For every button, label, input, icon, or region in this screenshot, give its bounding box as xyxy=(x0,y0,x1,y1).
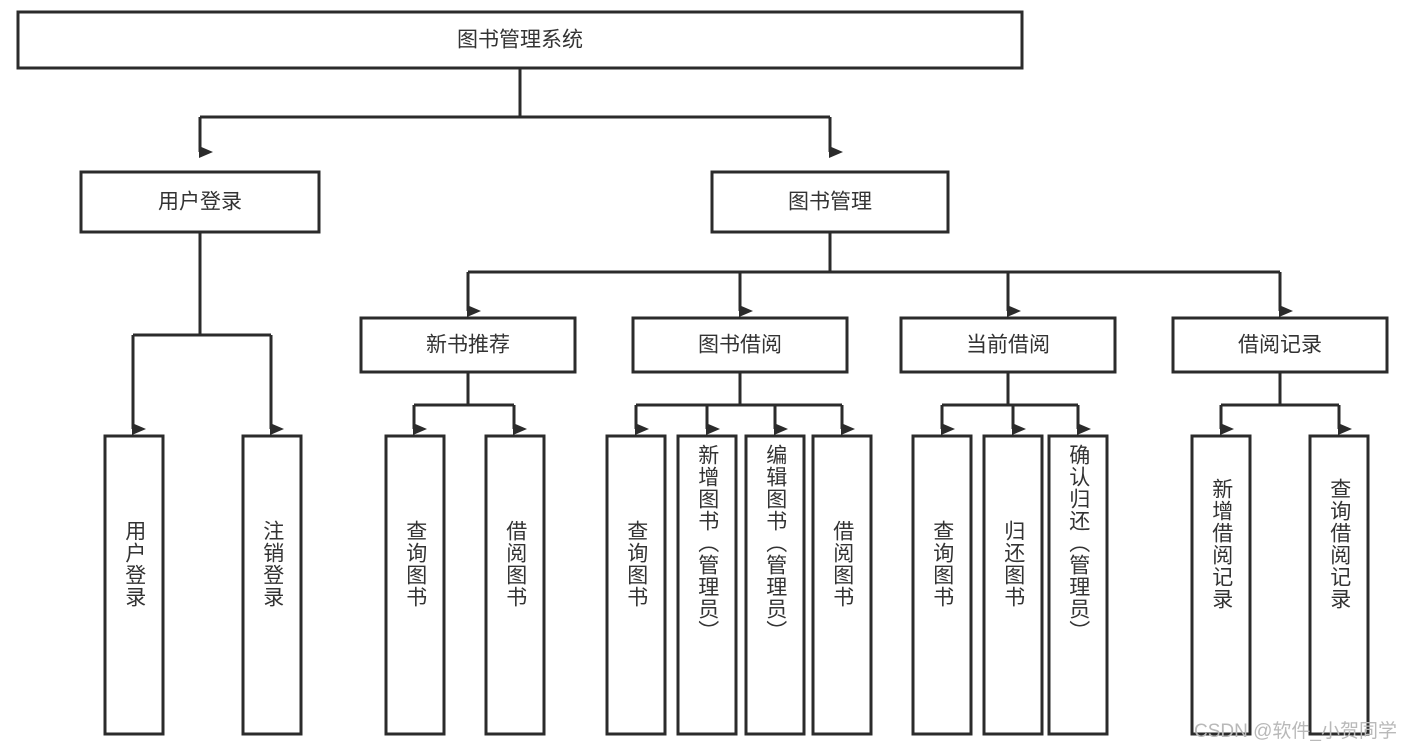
leaf-current-borrow-3[interactable] xyxy=(1047,434,1109,736)
node-root[interactable] xyxy=(16,10,1024,70)
node-current-borrow-label: 当前借阅 xyxy=(966,334,1050,357)
node-book-borrow[interactable] xyxy=(631,316,849,374)
leaf-current-borrow-2[interactable] xyxy=(982,434,1044,736)
leaf-new-book-2-wrap: 借阅图书 xyxy=(486,436,544,734)
leaf-book-borrow-3-wrap: 编辑图书（管理员） xyxy=(746,436,804,734)
node-book-management[interactable] xyxy=(710,170,950,234)
leaf-book-borrow-4[interactable] xyxy=(811,434,873,736)
node-root-label: 图书管理系统 xyxy=(457,29,583,52)
leaf-book-borrow-2-label: 新增图书（管理员） xyxy=(695,444,719,642)
csdn-watermark: CSDN @软件_小贺同学 xyxy=(1194,721,1397,742)
leaf-user-login-1-wrap: 用户登录 xyxy=(105,436,163,734)
leaf-book-borrow-3-label: 编辑图书（管理员） xyxy=(763,444,787,642)
leaf-current-borrow-1-label: 查询图书 xyxy=(930,520,954,608)
leaf-new-book-1-wrap: 查询图书 xyxy=(386,436,444,734)
leaf-new-book-1[interactable] xyxy=(384,434,446,736)
node-new-book-recommend-label: 新书推荐 xyxy=(426,334,510,357)
leaf-borrow-record-2[interactable] xyxy=(1308,434,1370,736)
node-book-management-label: 图书管理 xyxy=(788,191,872,214)
leaf-borrow-record-1-label: 新增借阅记录 xyxy=(1209,478,1233,610)
node-current-borrow[interactable] xyxy=(899,316,1117,374)
leaf-user-login-2-label: 注销登录 xyxy=(260,520,284,608)
node-new-book-recommend[interactable] xyxy=(359,316,577,374)
leaf-book-borrow-3[interactable] xyxy=(744,434,806,736)
leaf-user-login-1[interactable] xyxy=(103,434,165,736)
leaf-new-book-2-label: 借阅图书 xyxy=(503,520,527,608)
node-borrow-record[interactable] xyxy=(1171,316,1389,374)
leaf-book-borrow-2-wrap: 新增图书（管理员） xyxy=(678,436,736,734)
leaf-current-borrow-2-wrap: 归还图书 xyxy=(984,436,1042,734)
leaf-book-borrow-4-wrap: 借阅图书 xyxy=(813,436,871,734)
leaf-current-borrow-1-wrap: 查询图书 xyxy=(913,436,971,734)
leaf-book-borrow-1[interactable] xyxy=(605,434,667,736)
leaf-current-borrow-1[interactable] xyxy=(911,434,973,736)
leaf-user-login-1-label: 用户登录 xyxy=(122,520,146,608)
leaf-book-borrow-1-wrap: 查询图书 xyxy=(607,436,665,734)
leaf-current-borrow-2-label: 归还图书 xyxy=(1001,520,1025,608)
node-borrow-record-label: 借阅记录 xyxy=(1238,334,1322,357)
leaf-user-login-2-wrap: 注销登录 xyxy=(243,436,301,734)
leaf-borrow-record-1[interactable] xyxy=(1190,434,1252,736)
node-user-login-label: 用户登录 xyxy=(158,191,242,214)
leaf-borrow-record-1-wrap: 新增借阅记录 xyxy=(1192,436,1250,734)
leaf-new-book-1-label: 查询图书 xyxy=(403,520,427,608)
leaf-new-book-2[interactable] xyxy=(484,434,546,736)
node-user-login[interactable] xyxy=(79,170,321,234)
leaf-book-borrow-4-label: 借阅图书 xyxy=(830,520,854,608)
leaf-user-login-2[interactable] xyxy=(241,434,303,736)
leaf-current-borrow-3-wrap: 确认归还（管理员） xyxy=(1049,436,1107,734)
node-book-borrow-label: 图书借阅 xyxy=(698,334,782,357)
leaf-book-borrow-1-label: 查询图书 xyxy=(624,520,648,608)
leaf-borrow-record-2-label: 查询借阅记录 xyxy=(1327,478,1351,610)
leaf-current-borrow-3-label: 确认归还（管理员） xyxy=(1066,444,1090,642)
leaf-book-borrow-2[interactable] xyxy=(676,434,738,736)
leaf-borrow-record-2-wrap: 查询借阅记录 xyxy=(1310,436,1368,734)
